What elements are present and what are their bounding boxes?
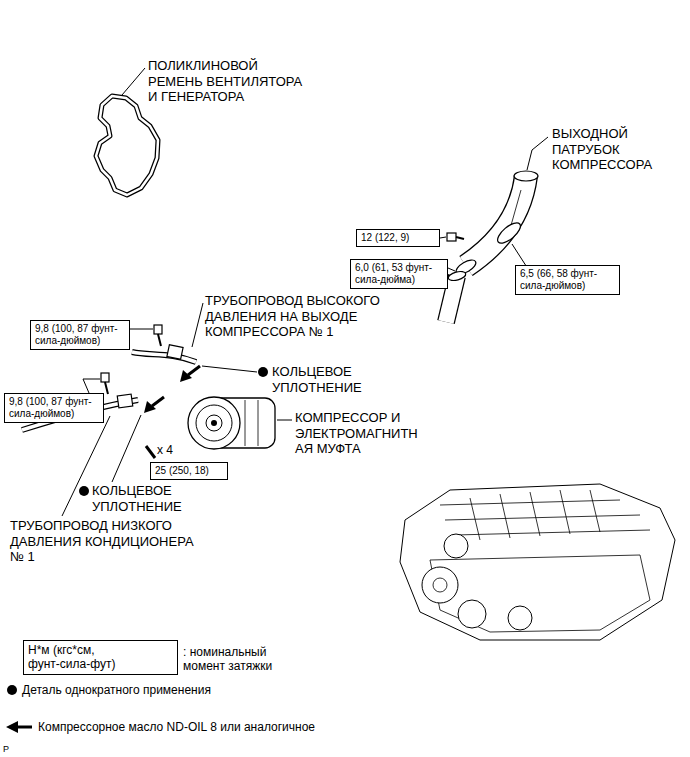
- compressor-pulley: [196, 405, 232, 441]
- compressor-pulley: [206, 415, 222, 431]
- high-pressure-pipe: [132, 352, 196, 362]
- bolt: [101, 373, 109, 382]
- compressor-body: [258, 400, 259, 446]
- part-name: КОМПРЕССОР И ЭЛЕКТРОМАГНИТН АЯ МУФТА: [295, 410, 430, 457]
- legend-text: Деталь однократного применения: [22, 683, 422, 697]
- leader-line: [512, 244, 526, 265]
- torque-value: 6,0 (61, 53 фунт-сила-дюйма): [355, 262, 441, 286]
- engine-drawing: [440, 490, 650, 540]
- figure-code: P: [3, 744, 23, 755]
- belt-drawing: [96, 96, 158, 195]
- leader-line: [83, 379, 100, 393]
- torque-box: 6,5 (66, 58 фунт-сила-дюймов): [515, 265, 620, 295]
- hose-end: [447, 270, 466, 282]
- oil-arrow: [188, 366, 200, 375]
- single-use-dot: [258, 367, 268, 377]
- compressor-pulley: [211, 420, 217, 426]
- bolt: [154, 325, 162, 334]
- engine-pulley: [422, 567, 458, 603]
- leader-line: [130, 329, 153, 330]
- legend-arrow-sample: [18, 726, 32, 729]
- part-name: КОЛЬЦЕВОЕ УПЛОТНЕНИЕ: [272, 364, 372, 395]
- outlet-pipe: [466, 176, 526, 266]
- torque-value: 25 (250, 18): [155, 465, 209, 477]
- quantity-note: x 4: [157, 443, 187, 457]
- torque-box: 9,8 (100, 87 фунт-сила-дюймов): [4, 393, 104, 423]
- engine-pulley: [508, 606, 532, 630]
- bolt: [158, 334, 161, 346]
- oil-arrow: [180, 370, 192, 382]
- belt-drawing: [96, 96, 158, 195]
- torque-value: 12 (122, 9): [361, 232, 409, 244]
- torque-value: 9,8 (100, 87 фунт-сила-дюймов): [9, 396, 97, 420]
- high-pressure-pipe: [132, 352, 196, 362]
- legend-arrow-sample: [6, 721, 18, 733]
- torque-value: 9,8 (100, 87 фунт-сила-дюймов): [35, 323, 123, 347]
- torque-value: Н*м (кгс*см, фунт-сила-фут): [28, 643, 124, 672]
- leader-line: [202, 366, 257, 372]
- engine-pulley: [433, 578, 447, 592]
- engine-drawing: [430, 555, 650, 632]
- part-name: ВЫХОДНОЙ ПАТРУБОК КОМПРЕССОРА: [552, 126, 662, 173]
- bolt: [146, 446, 155, 458]
- torque-box: 6,0 (61, 53 фунт-сила-дюйма): [350, 259, 448, 289]
- leader-line: [532, 137, 548, 150]
- part-name: ПОЛИКЛИНОВОЙ РЕМЕНЬ ВЕНТИЛЯТОРА И ГЕНЕРА…: [148, 58, 311, 105]
- single-use-dot: [79, 486, 89, 496]
- leader-line: [122, 68, 145, 95]
- compressor-body: [245, 400, 246, 446]
- outlet-pipe: [466, 176, 526, 266]
- torque-box: 25 (250, 18): [150, 462, 228, 480]
- bolt: [456, 237, 464, 239]
- leader-line: [527, 150, 532, 170]
- part-name: ТРУБОПРОВОД НИЗКОГО ДАВЛЕНИЯ КОНДИЦИОНЕР…: [10, 518, 210, 565]
- oil-arrow: [152, 397, 164, 406]
- legend-text: Компрессорное масло ND-OIL 8 или аналоги…: [38, 720, 538, 734]
- engine-pulley: [444, 534, 468, 558]
- bolt: [105, 382, 108, 394]
- pipe-fitting: [167, 345, 183, 360]
- torque-box: 12 (122, 9): [356, 229, 440, 247]
- legend-dot-sample: [7, 685, 17, 695]
- leader-line: [277, 420, 292, 421]
- part-name: ТРУБОПРОВОД ВЫСОКОГО ДАВЛЕНИЯ НА ВЫХОДЕ …: [205, 293, 400, 340]
- compressor-pulley: [188, 397, 240, 449]
- hose-clamp: [494, 219, 523, 246]
- bolt: [447, 233, 456, 241]
- torque-box: 9,8 (100, 87 фунт-сила-дюймов): [30, 320, 130, 350]
- legend-key-box: Н*м (кгс*см, фунт-сила-фут): [23, 640, 178, 675]
- pipe-fitting: [117, 394, 133, 408]
- leader-line: [112, 415, 141, 482]
- pipe-end: [514, 171, 538, 181]
- engine-pulley: [458, 600, 486, 628]
- leader-line: [440, 237, 446, 238]
- leader-line: [192, 303, 203, 347]
- leader-line: [448, 268, 455, 271]
- oil-arrow: [144, 401, 156, 413]
- engine-drawing: [400, 484, 675, 640]
- torque-value: 6,5 (66, 58 фунт-сила-дюймов): [520, 268, 608, 292]
- legend-text: : номинальный момент затяжки: [183, 645, 283, 674]
- part-name: КОЛЬЦЕВОЕ УПЛОТНЕНИЕ: [92, 483, 192, 514]
